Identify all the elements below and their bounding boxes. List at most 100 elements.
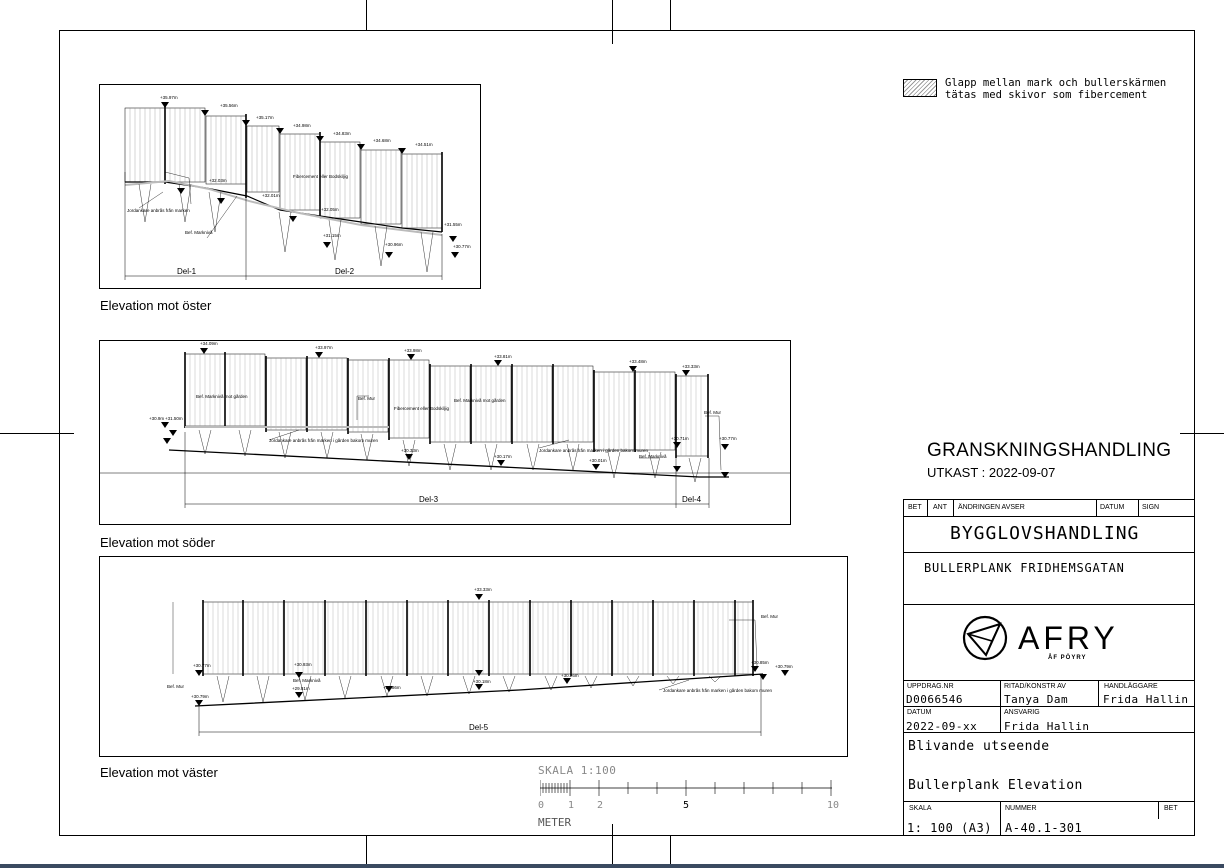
bottom-col-2 xyxy=(1158,801,1159,819)
east-ground-level: +32.05m xyxy=(321,207,339,212)
page-bottom-bar xyxy=(0,864,1224,868)
south-ground-level: +31.50m xyxy=(165,416,183,421)
south-top-level: +33.98m xyxy=(404,348,422,353)
south-label-fiber: Fibercement eller Bodskiljig xyxy=(394,406,450,411)
crop-mark-top-2 xyxy=(612,0,613,44)
legend-hatch-swatch xyxy=(903,79,937,97)
rev-col-3 xyxy=(1096,499,1097,517)
crop-mark-bottom-1 xyxy=(366,836,367,868)
west-ground-level: +30.93m xyxy=(294,662,312,667)
west-label-mur: Bef. Mur xyxy=(167,684,185,689)
responsible-value: Frida Hallin xyxy=(1004,720,1090,733)
assignment-label: UPPDRAG.NR xyxy=(907,683,954,690)
elevation-south-drawing: +34.09m +33.97m +33.98m +33.81m +33.48m … xyxy=(99,340,791,525)
west-ground-level: +30.85m xyxy=(751,660,769,665)
south-part-label: Del-4 xyxy=(682,495,702,504)
south-top-level: +33.48m xyxy=(629,359,647,364)
west-label-bef: Bef. Marknivå xyxy=(293,677,321,683)
bet-label: BET xyxy=(1164,805,1178,812)
assignment-value: D0066546 xyxy=(906,693,963,706)
date-value: 2022-09-xx xyxy=(906,720,978,733)
south-ground-level: +30.9m xyxy=(149,416,164,421)
scale-bar xyxy=(540,780,832,796)
rev-col-2 xyxy=(953,499,954,517)
west-ground-level: +30.79m xyxy=(775,664,793,669)
south-ground-level: +30.33m xyxy=(401,448,419,453)
scale-tick-0: 0 xyxy=(538,800,545,811)
east-ground-level: +32.03m xyxy=(209,178,227,183)
east-top-level: +34.68m xyxy=(373,138,391,143)
south-part-label: Del-3 xyxy=(419,495,439,504)
rev-header-change: ÄNDRINGEN AVSER xyxy=(958,504,1025,511)
company-subname: ÅF PÖYRY xyxy=(1048,655,1087,661)
crop-mark-right xyxy=(1180,433,1224,434)
south-top-level: +33.97m xyxy=(315,345,333,350)
permit-divider xyxy=(903,552,1195,553)
scale-bar-label: SKALA 1:100 xyxy=(538,764,617,777)
crop-mark-bottom-3 xyxy=(670,836,671,868)
scale-tick-2: 2 xyxy=(597,800,604,811)
east-ground-level: +31.15m xyxy=(323,233,341,238)
scale-tick-1: 1 xyxy=(568,800,575,811)
rev-header-date: DATUM xyxy=(1100,504,1125,511)
drawing-frame xyxy=(59,30,1195,836)
west-ground-level: +29.81m xyxy=(292,686,310,691)
permit-title: BYGGLOVSHANDLING xyxy=(950,523,1140,544)
east-top-level: +35.17m xyxy=(256,115,274,120)
scale-label: SKALA xyxy=(909,805,932,812)
south-label-bef2: Bef. Marknivå mot gården xyxy=(454,397,506,403)
scale-tick-5: 5 xyxy=(683,800,690,811)
crop-mark-left xyxy=(0,433,74,434)
east-label-bef: Bef. Marknivå xyxy=(185,229,213,235)
east-part-label: Del-1 xyxy=(177,267,197,276)
info-row-divider xyxy=(903,706,1195,707)
elevation-west-title: Elevation mot väster xyxy=(100,765,218,780)
title-block xyxy=(903,499,1195,836)
south-label-jord1: Jordankare anbrås från marken i gården b… xyxy=(269,437,379,443)
rev-row-divider xyxy=(903,516,1195,517)
rev-header-sign: SIGN xyxy=(1142,504,1160,511)
west-part-label: Del-5 xyxy=(469,723,489,732)
description-line-2: Bullerplank Elevation xyxy=(908,778,1083,793)
number-label: NUMMER xyxy=(1005,805,1037,812)
east-top-level: +34.83m xyxy=(333,131,351,136)
bottom-divider xyxy=(903,801,1195,802)
east-ground-level: +32.01m xyxy=(262,193,280,198)
west-ground-level: +30.18m xyxy=(473,679,491,684)
east-ground-level: +31.55m xyxy=(444,222,462,227)
east-top-level: +35.56m xyxy=(220,103,238,108)
logo-divider xyxy=(903,680,1195,681)
west-ground-level: +30.79m xyxy=(191,694,209,699)
legend-text-2: tätas med skivor som fibercement xyxy=(945,89,1148,101)
bottom-col-1 xyxy=(1000,801,1001,836)
crop-mark-top-3 xyxy=(670,0,671,30)
drawn-label: RITAD/KONSTR AV xyxy=(1004,683,1066,690)
east-ground-level: +30.96m xyxy=(385,242,403,247)
west-ground-level: +30.26m xyxy=(561,673,579,678)
drawn-value: Tanya Dam xyxy=(1004,693,1069,706)
west-label-jord: Jordankare anbrås från marken i gården b… xyxy=(663,687,773,693)
company-name: AFRY xyxy=(1018,620,1119,656)
crop-mark-bottom-2 xyxy=(612,824,613,868)
rev-col-4 xyxy=(1138,499,1139,517)
east-top-level: +35.97m xyxy=(160,95,178,100)
scale-value: 1: 100 (A3) xyxy=(907,821,992,835)
rev-col-1 xyxy=(927,499,928,517)
crop-mark-top-1 xyxy=(366,0,367,30)
west-label-mur2: Bef. Mur xyxy=(761,614,779,619)
east-top-level: +34.98m xyxy=(293,123,311,128)
west-ground-level: +30.77m xyxy=(193,663,211,668)
south-ground-level: +30.71m xyxy=(671,436,689,441)
elevation-west-drawing: +33.33m +30.77m +30.79m +30.93m +29.81m … xyxy=(99,556,848,757)
project-divider xyxy=(903,604,1195,605)
east-top-level: +34.51m xyxy=(415,142,433,147)
south-label-bef3: Bef. Marknivå xyxy=(639,453,667,459)
project-name: BULLERPLANK FRIDHEMSGATAN xyxy=(924,561,1125,575)
info-col-2 xyxy=(1098,680,1099,707)
elevation-east-drawing: +35.97m +35.56m +35.17m +34.98m +34.83m … xyxy=(99,84,481,289)
drawing-number: A-40.1-301 xyxy=(1005,821,1083,835)
west-top-level: +33.33m xyxy=(474,587,492,592)
elevation-south-title: Elevation mot söder xyxy=(100,535,215,550)
east-label-jord: Jordankare anbrås från marken xyxy=(127,207,190,213)
east-part-label: Del-2 xyxy=(335,267,355,276)
